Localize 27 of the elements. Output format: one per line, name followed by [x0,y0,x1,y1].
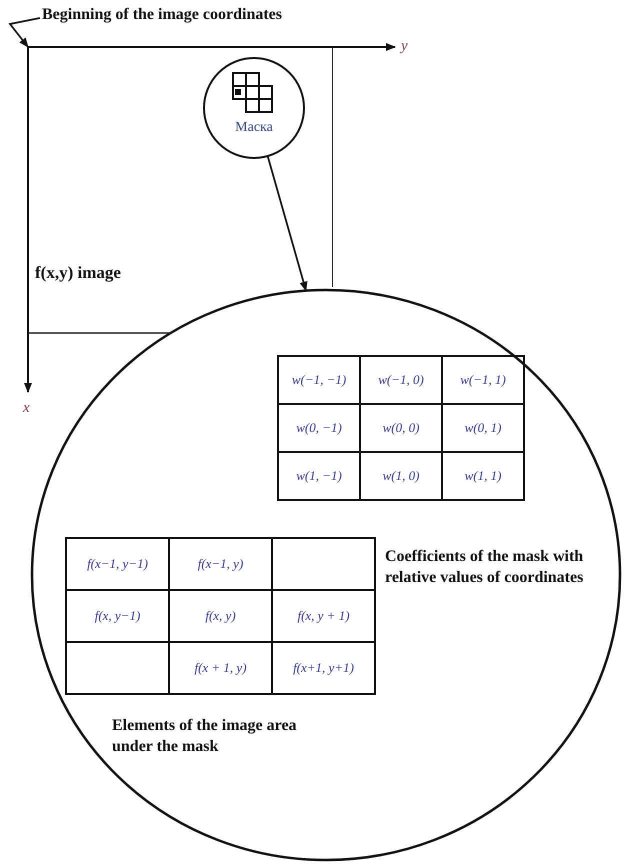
pixel-value: f(x, y−1) [94,608,140,623]
pixel-value: f(x, y + 1) [297,608,350,623]
coefficient-label: w(1, 1) [464,468,502,483]
leader-arrow [8,17,40,48]
coefficient-label: w(0, 0) [382,420,420,435]
pixel-value: f(x, y) [205,608,236,623]
mask-caption: Маска [234,120,274,136]
arrow [266,156,308,292]
axis-label: y [401,38,408,55]
coefficient-label: w(1, −1) [296,468,342,483]
pixel-value: f(x+1, y+1) [293,660,354,675]
pixel-value: f(x−1, y) [198,556,244,571]
pixel-value: f(x−1, y−1) [87,556,148,571]
elements-caption: Elements of the image area under the mask [112,716,298,757]
coefficient-label: w(1, 0) [382,468,420,483]
coefficient-label: w(−1, 0) [378,372,424,387]
magnified-ellipse [30,288,622,862]
pixel-value: f(x + 1, y) [194,660,247,675]
coefficients-caption: Coefficients of the mask with relative values of coordinates [385,547,584,588]
coefficient-label: w(−1, −1) [292,372,346,387]
image-caption: f(x,y) image [35,263,121,283]
origin-caption: Beginning of the image coordinates [42,6,282,24]
coefficient-label: w(0, −1) [296,420,342,435]
coefficient-label: w(−1, 1) [460,372,506,387]
mask-circle [202,56,306,160]
axis-label: x [23,400,30,417]
coefficient-label: w(0, 1) [464,420,502,435]
